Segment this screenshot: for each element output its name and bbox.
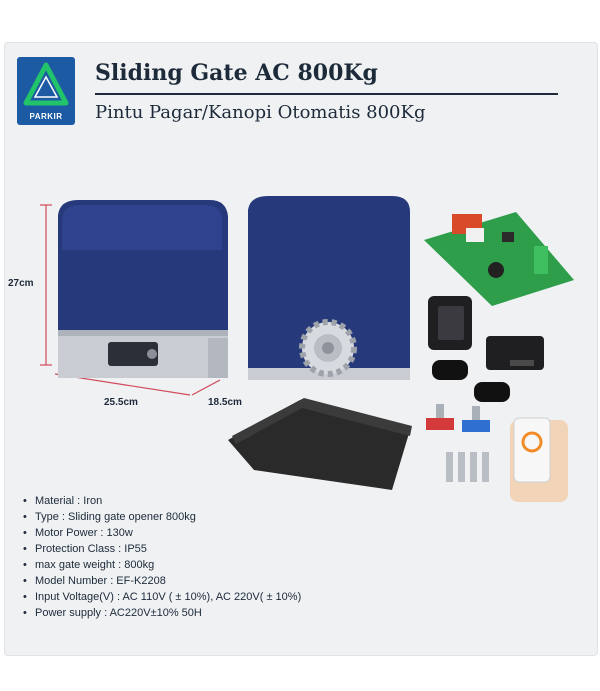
spec-list: Material : Iron Type : Sliding gate open…: [22, 493, 301, 621]
keypad-icon: [428, 296, 472, 350]
gear-icon: [299, 319, 357, 377]
length-label: 25.5cm: [104, 397, 138, 408]
remote-icon: [432, 360, 510, 402]
motor-housing-side-icon: [248, 196, 410, 380]
page-subtitle: Pintu Pagar/Kanopi Otomatis 800Kg: [95, 102, 426, 123]
spec-item: Motor Power : 130w: [22, 525, 301, 541]
smartphone-icon: [510, 417, 568, 502]
spec-item: Type : Sliding gate opener 800kg: [22, 509, 301, 525]
receiver-icon: [486, 336, 544, 370]
brand-logo: PARKIR: [17, 57, 75, 125]
spec-item: Power supply : AC220V±10% 50H: [22, 605, 301, 621]
motor-housing-icon: [58, 200, 228, 378]
spec-item: Material : Iron: [22, 493, 301, 509]
logo-text: PARKIR: [29, 112, 63, 121]
control-board-icon: [424, 212, 574, 306]
limit-switch-icon: [426, 404, 490, 432]
spec-item: Input Voltage(V) : AC 110V ( ± 10%), AC …: [22, 589, 301, 605]
parkir-logo-icon: [23, 62, 69, 106]
title-divider: [95, 93, 558, 95]
anchor-bolt-icon: [446, 452, 489, 482]
width-label: 18.5cm: [208, 397, 242, 408]
height-label: 27cm: [8, 278, 34, 289]
page-title: Sliding Gate AC 800Kg: [95, 60, 378, 86]
spec-item: Model Number : EF-K2208: [22, 573, 301, 589]
gear-rack-icon: [228, 398, 412, 490]
spec-item: Protection Class : IP55: [22, 541, 301, 557]
spec-item: max gate weight : 800kg: [22, 557, 301, 573]
